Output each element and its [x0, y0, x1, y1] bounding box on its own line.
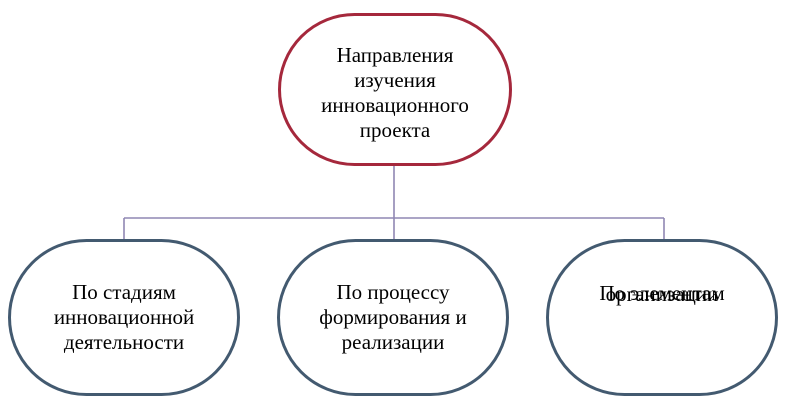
root-node-line: инновационного — [321, 92, 469, 117]
child-node-line: реализации — [341, 330, 445, 354]
root-node-line: Направления — [336, 42, 454, 67]
child-node-stages: По стадиям инновационной деятельности — [8, 239, 240, 396]
child-node-text: По элементам организации — [599, 281, 724, 307]
root-node-line: проекта — [359, 117, 431, 142]
child-node-text: По процессу формирования и реализации — [319, 280, 466, 355]
child-node-elements: По элементам организации — [546, 239, 778, 396]
root-node: Направления изучения инновационного прое… — [278, 13, 512, 166]
child-node-line: По элементам — [599, 280, 725, 305]
child-node-line: деятельности — [63, 330, 185, 354]
child-node-line: формирования и — [319, 305, 467, 329]
child-node-text: По стадиям инновационной деятельности — [54, 280, 194, 355]
root-node-text: Направления изучения инновационного прое… — [321, 43, 469, 143]
child-node-line: инновационной — [53, 305, 195, 329]
child-node-line: организации — [605, 281, 719, 306]
child-node-line: По процессу — [336, 280, 450, 304]
child-node-line: По стадиям — [72, 280, 176, 304]
root-node-line: изучения — [354, 67, 436, 92]
child-node-process: По процессу формирования и реализации — [277, 239, 509, 396]
